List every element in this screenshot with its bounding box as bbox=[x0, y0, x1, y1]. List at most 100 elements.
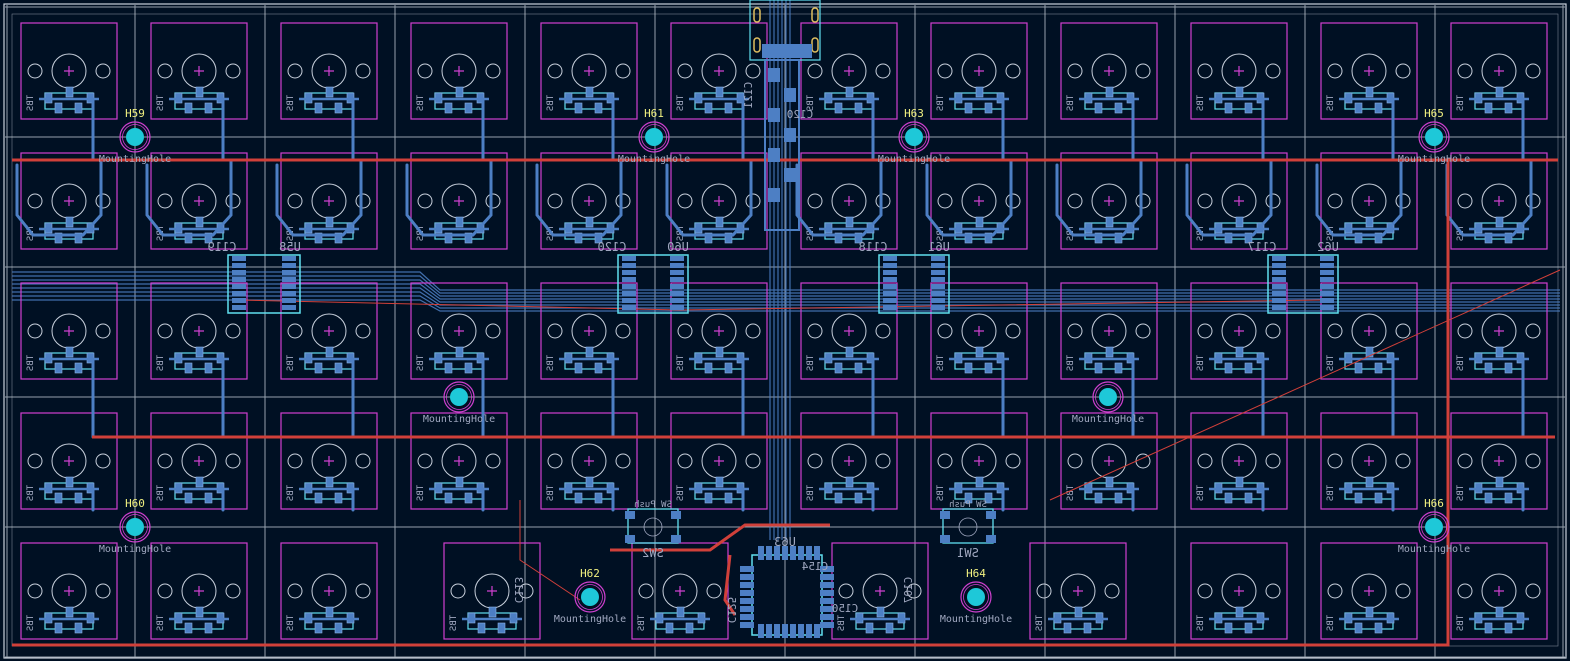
ic-pad bbox=[1320, 256, 1334, 261]
key-switch-footprint[interactable]: TBS bbox=[20, 542, 118, 640]
smd-pad bbox=[704, 492, 713, 504]
key-switch-footprint[interactable]: TBS bbox=[930, 22, 1028, 120]
ic-pad bbox=[232, 263, 246, 268]
courtyard-outline bbox=[443, 542, 541, 640]
cap-ref-label: C120 bbox=[598, 240, 627, 254]
mount-hole bbox=[1265, 453, 1281, 469]
key-switch-footprint[interactable]: TBS bbox=[150, 542, 248, 640]
shift-register-ic[interactable] bbox=[1267, 254, 1339, 314]
key-switch-footprint[interactable]: TBS bbox=[280, 542, 378, 640]
key-switch-footprint[interactable]: TBS bbox=[930, 282, 1028, 380]
mount-hole bbox=[95, 453, 111, 469]
mounting-hole[interactable]: MountingHole bbox=[1072, 381, 1144, 425]
smd-pad bbox=[1114, 362, 1123, 374]
key-switch-footprint[interactable]: TBS bbox=[540, 282, 638, 380]
key-switch-footprint[interactable]: TBS bbox=[1320, 412, 1418, 510]
key-switch-footprint[interactable]: TBS bbox=[631, 542, 729, 640]
smd-pad bbox=[1374, 622, 1383, 634]
smd-pad bbox=[65, 606, 74, 618]
ic-pad bbox=[282, 291, 296, 296]
mount-hole bbox=[875, 453, 891, 469]
key-switch-footprint[interactable]: TBS bbox=[443, 542, 541, 640]
smd-pad bbox=[464, 232, 473, 244]
center-cross-icon bbox=[64, 456, 74, 466]
key-switch-footprint[interactable]: TBS bbox=[1320, 22, 1418, 120]
push-switch[interactable] bbox=[625, 508, 681, 544]
mount-hole bbox=[355, 583, 371, 599]
courtyard-outline bbox=[150, 412, 248, 510]
key-switch-footprint[interactable]: TBS bbox=[1060, 22, 1158, 120]
row-traces bbox=[12, 158, 1558, 647]
key-switch-footprint[interactable]: TBS bbox=[670, 22, 768, 120]
key-switch-footprint[interactable]: TBS bbox=[20, 22, 118, 120]
mount-hole bbox=[937, 323, 953, 339]
key-switch-footprint[interactable]: TBS bbox=[1320, 282, 1418, 380]
courtyard-outline bbox=[670, 282, 768, 380]
key-switch-footprint[interactable]: TBS bbox=[1190, 22, 1288, 120]
key-switch-footprint[interactable]: TBS bbox=[410, 282, 508, 380]
key-switch-footprint[interactable]: TBS bbox=[1320, 542, 1418, 640]
key-switch-footprint[interactable]: TBS bbox=[540, 22, 638, 120]
ic-pad bbox=[282, 298, 296, 303]
shift-register-ic[interactable] bbox=[878, 254, 950, 314]
mount-hole bbox=[706, 583, 722, 599]
smd-pad bbox=[74, 102, 83, 114]
smd-pad bbox=[845, 346, 854, 358]
smd-pad bbox=[585, 476, 594, 488]
mcu-pad bbox=[766, 546, 772, 560]
mount-hole bbox=[287, 453, 303, 469]
smd-pad bbox=[204, 622, 213, 634]
key-switch-footprint[interactable]: TBS bbox=[20, 282, 118, 380]
smd-pad bbox=[1244, 362, 1253, 374]
key-switch-footprint[interactable]: TBS bbox=[280, 412, 378, 510]
courtyard-outline bbox=[670, 152, 768, 250]
key-switch-footprint[interactable]: TBS bbox=[1060, 282, 1158, 380]
mcu-ic[interactable] bbox=[740, 546, 834, 638]
smd-pad bbox=[325, 86, 334, 98]
key-switch-footprint[interactable]: TBS bbox=[1450, 412, 1548, 510]
key-switch-footprint[interactable]: TBS bbox=[1450, 542, 1548, 640]
hole-courtyard bbox=[119, 511, 151, 543]
mount-hole bbox=[287, 63, 303, 79]
smd-pad bbox=[334, 232, 343, 244]
led-silk-value-label: TBS bbox=[156, 615, 166, 631]
key-switch-footprint[interactable]: TBS bbox=[670, 282, 768, 380]
key-switch-footprint[interactable]: TBS bbox=[20, 412, 118, 510]
key-switch-footprint[interactable]: TBS bbox=[1029, 542, 1127, 640]
key-switch-footprint[interactable]: TBS bbox=[280, 282, 378, 380]
mcu-pad bbox=[740, 598, 754, 604]
courtyard-outline bbox=[1320, 22, 1418, 120]
key-switch-footprint[interactable]: TBS bbox=[831, 542, 929, 640]
courtyard-outline bbox=[20, 22, 118, 120]
smd-pad bbox=[334, 622, 343, 634]
key-switch-footprint[interactable]: TBS bbox=[540, 412, 638, 510]
shift-register-ic[interactable] bbox=[227, 254, 301, 314]
mount-hole bbox=[807, 63, 823, 79]
center-cross-icon bbox=[454, 66, 464, 76]
hole-ring bbox=[901, 124, 927, 150]
smd-pad bbox=[54, 362, 63, 374]
mcu-pad bbox=[798, 546, 804, 560]
mount-hole bbox=[615, 193, 631, 209]
key-switch-footprint[interactable]: TBS bbox=[1190, 542, 1288, 640]
mount-hole bbox=[485, 323, 501, 339]
key-switch-footprint[interactable]: TBS bbox=[410, 22, 508, 120]
shift-register-ic[interactable] bbox=[617, 254, 689, 314]
key-switch-footprint[interactable]: TBS bbox=[800, 412, 898, 510]
push-switch[interactable] bbox=[940, 508, 996, 544]
key-switch-footprint[interactable]: TBS bbox=[280, 22, 378, 120]
smd-pad bbox=[195, 216, 204, 228]
key-switch-footprint[interactable]: TBS bbox=[800, 282, 898, 380]
usb-connector[interactable] bbox=[749, 0, 821, 231]
key-switch-footprint[interactable]: TBS bbox=[1190, 282, 1288, 380]
mounting-hole[interactable]: MountingHole bbox=[423, 381, 495, 425]
